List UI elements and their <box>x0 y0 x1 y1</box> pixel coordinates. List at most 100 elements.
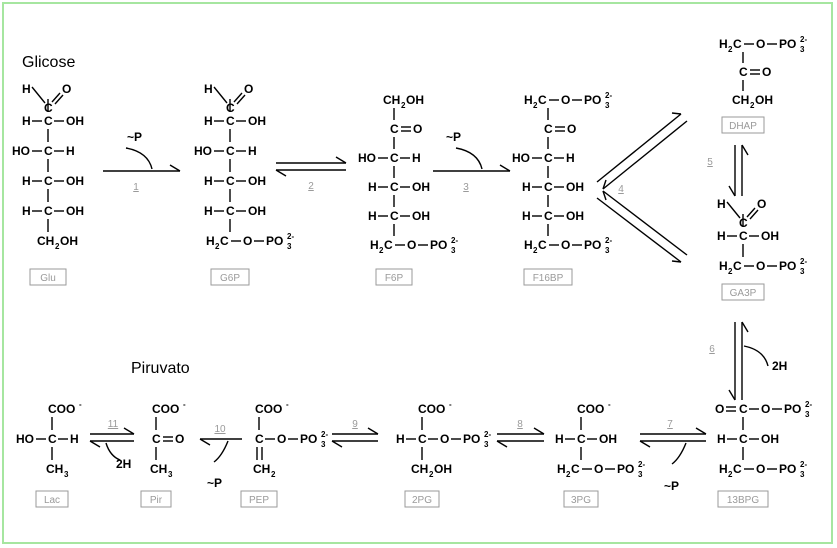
atom-text: CH <box>732 93 749 107</box>
bond-line <box>746 207 756 218</box>
atom-text: C <box>733 37 742 51</box>
phosphate-text: PO <box>266 234 283 248</box>
atom-text: O <box>756 259 765 273</box>
molecule-label-box <box>717 490 769 508</box>
atom-text: H <box>206 234 215 248</box>
subscript-text: - <box>183 400 186 409</box>
reaction-arrow-4 <box>602 190 688 256</box>
atom-text: C <box>733 259 742 273</box>
phosphate-text: PO <box>584 93 601 107</box>
atom-text: COO <box>152 402 179 416</box>
subscript-text: 3 <box>287 242 292 251</box>
atom-text: C <box>44 204 53 218</box>
arrowhead <box>741 321 749 333</box>
subscript-text: 3 <box>168 470 173 479</box>
molecule-label-box <box>140 490 172 508</box>
phosphate-curve <box>213 440 229 463</box>
molecule-label-box <box>35 490 69 508</box>
atom-text: OH <box>412 180 430 194</box>
atom-text: C <box>226 114 235 128</box>
subscript-text: 2 <box>533 101 538 110</box>
atom-text: C <box>390 209 399 223</box>
atom-text: OH <box>412 209 430 223</box>
atom-text: OH <box>60 234 78 248</box>
atom-text: H <box>719 37 728 51</box>
atom-text: C <box>544 180 553 194</box>
step-number-11: 11 <box>108 419 119 430</box>
step-number-5: 5 <box>707 157 713 168</box>
atom-text: H <box>204 114 213 128</box>
subscript-text: 3 <box>484 440 489 449</box>
subscript-text: 2 <box>750 101 755 110</box>
step-number-7: 7 <box>667 419 673 430</box>
atom-text: OH <box>248 114 266 128</box>
phosphate-label: ~P <box>664 479 679 493</box>
atom-text: O <box>62 82 71 96</box>
subscript-text: 3 <box>605 246 610 255</box>
step-number-9: 9 <box>352 419 358 430</box>
atom-text: O <box>761 402 770 416</box>
atom-text: O <box>440 432 449 446</box>
step-number-6: 6 <box>709 344 715 355</box>
atom-text: CH <box>253 462 270 476</box>
atom-text: C <box>739 402 748 416</box>
atom-text: OH <box>434 462 452 476</box>
arrowhead <box>275 169 287 177</box>
atom-text: H <box>22 82 31 96</box>
subscript-text: 2 <box>401 101 406 110</box>
subscript-text: 2 <box>728 470 733 479</box>
subscript-text: 3 <box>805 410 810 419</box>
atom-text: O <box>567 122 576 136</box>
arrowhead <box>89 440 101 448</box>
bond-line <box>51 92 61 103</box>
subscript-text: 3 <box>800 470 805 479</box>
arrowhead <box>671 260 682 263</box>
arrowhead <box>367 427 379 435</box>
molecule-label-pir: Pir <box>150 495 163 506</box>
atom-text: H <box>204 204 213 218</box>
atom-text: H <box>22 204 31 218</box>
phosphate-curve <box>125 147 153 170</box>
subscript-text: 3 <box>800 267 805 276</box>
subscript-text: 2 <box>215 242 220 251</box>
subscript-text: 2 <box>566 470 571 479</box>
subscript-text: 3 <box>638 470 643 479</box>
arrowhead <box>695 427 707 435</box>
atom-text: H <box>555 432 564 446</box>
atom-text: H <box>396 432 405 446</box>
atom-text: O <box>756 462 765 476</box>
reaction-arrow-4 <box>596 197 682 263</box>
atom-text: C <box>577 432 586 446</box>
atom-text: CH <box>46 462 63 476</box>
atom-text: O <box>175 432 184 446</box>
atom-text: C <box>739 65 748 79</box>
subscript-text: 2- <box>800 257 807 266</box>
atom-text: C <box>733 462 742 476</box>
phosphate-label: ~P <box>207 476 222 490</box>
subscript-text: 2 <box>429 470 434 479</box>
phosphate-text: PO <box>779 37 796 51</box>
atom-text: C <box>544 209 553 223</box>
atom-text: O <box>594 462 603 476</box>
atom-text: HO <box>194 144 212 158</box>
phosphate-text: PO <box>617 462 634 476</box>
molecule-label-box <box>721 116 765 134</box>
step-number-8: 8 <box>517 419 523 430</box>
subscript-text: 2- <box>484 430 491 439</box>
subscript-text: - <box>608 400 611 409</box>
atom-text: COO <box>48 402 75 416</box>
atom-text: COO <box>577 402 604 416</box>
molecule-label-pep: PEP <box>249 495 269 506</box>
bond-line <box>726 201 741 219</box>
atom-text: C <box>48 432 57 446</box>
atom-text: H <box>717 197 726 211</box>
hydrogen-label: 2H <box>116 457 131 471</box>
molecule-label-g6p: G6P <box>220 273 240 284</box>
subscript-text: - <box>449 400 452 409</box>
subscript-text: 2- <box>805 400 812 409</box>
